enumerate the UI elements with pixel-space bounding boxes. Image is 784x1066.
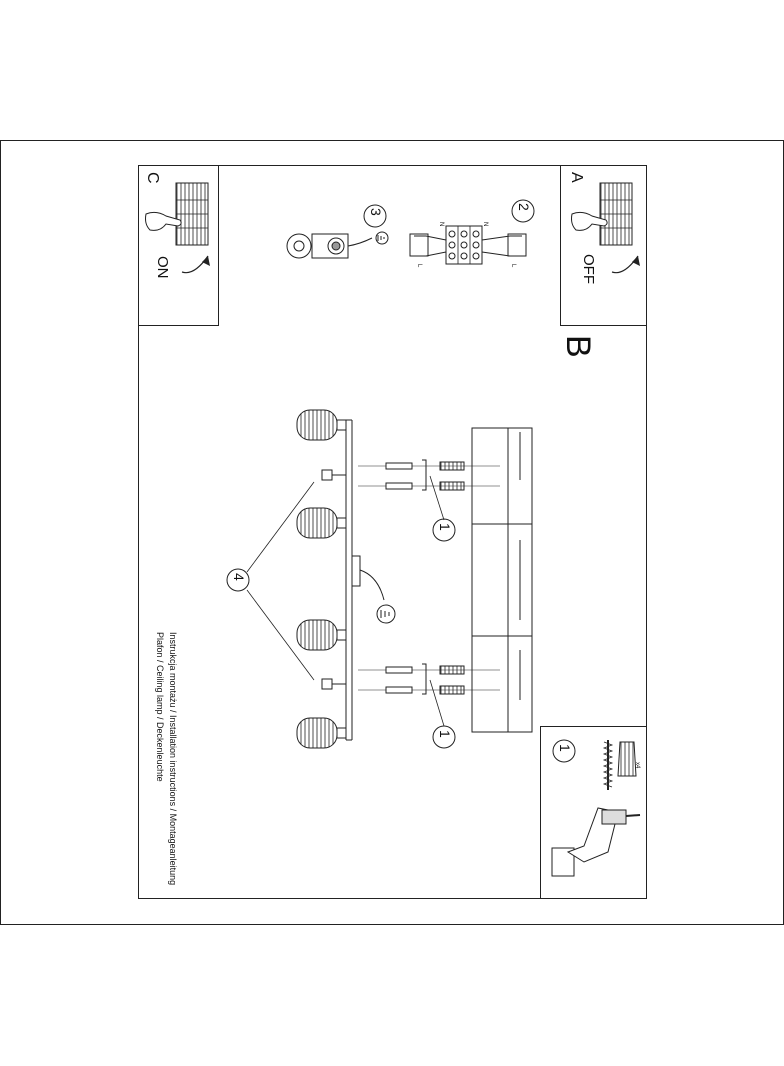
ground-symbol-icon <box>376 604 396 624</box>
caption-line-1: Instrukcja montażu / Installation instru… <box>168 632 178 886</box>
switch-panel-icon <box>175 182 209 246</box>
step-3-number: 3 <box>368 208 384 216</box>
drill-icon <box>551 807 641 877</box>
step-number-circle <box>363 204 387 228</box>
terminal-n-label-bottom: N <box>438 222 444 227</box>
switch-panel-icon <box>599 182 633 246</box>
panel-c-switch-on <box>138 165 219 326</box>
ground-connection-icon <box>286 204 389 259</box>
ceiling-plate <box>471 427 533 733</box>
step-number-circle <box>432 725 456 749</box>
step-number-circle <box>226 568 250 592</box>
terminal-l-label-bottom: L <box>416 264 422 268</box>
terminal-l-label-top: L <box>510 264 516 268</box>
step-1-number-right: 1 <box>437 730 453 738</box>
inner-border <box>138 165 647 899</box>
hand-icon <box>571 211 608 231</box>
fixing-set-left <box>358 459 500 542</box>
step-number-circle <box>432 518 456 542</box>
curved-arrow-icon <box>181 255 209 274</box>
curved-arrow-head-icon <box>632 256 640 266</box>
dowel-icon <box>617 741 637 777</box>
bar-screw-icon <box>321 678 346 690</box>
tools-panel <box>540 726 647 899</box>
curved-arrow-icon <box>611 255 639 274</box>
spotlight-icon <box>296 409 347 441</box>
panel-a-letter: A <box>568 172 585 183</box>
page-frame <box>0 140 784 925</box>
curved-arrow-head-icon <box>202 256 210 266</box>
caption-line-2: Plafon / Ceiling lamp / Deckenleuchte <box>155 632 165 782</box>
callout-4-number: 4 <box>231 573 247 581</box>
ceiling-lamp-diagram <box>345 419 396 741</box>
step-number-circle <box>511 199 535 223</box>
spotlight-icon <box>296 717 347 749</box>
section-b-label: B <box>559 335 597 358</box>
fixing-set-right <box>358 663 500 749</box>
panel-a-switch-text: OFF <box>580 254 597 284</box>
screw-icon <box>602 740 614 790</box>
hand-icon <box>145 211 182 231</box>
panel-a-switch-off <box>560 165 647 326</box>
spotlight-icon <box>296 507 347 539</box>
tools-quantity: x4 <box>634 762 640 769</box>
panel-c-switch-text: ON <box>154 256 171 279</box>
ground-symbol-icon <box>375 231 389 245</box>
bar-screw-icon <box>321 469 346 481</box>
step-1-number-left: 1 <box>437 523 453 531</box>
step-number-circle <box>552 739 576 763</box>
tools-step-number: 1 <box>557 744 573 752</box>
step-2-number: 2 <box>516 203 532 211</box>
terminal-n-label-top: N <box>482 222 488 227</box>
spotlight-icon <box>296 619 347 651</box>
panel-c-letter: C <box>144 172 161 184</box>
terminal-block-icon <box>409 199 535 265</box>
